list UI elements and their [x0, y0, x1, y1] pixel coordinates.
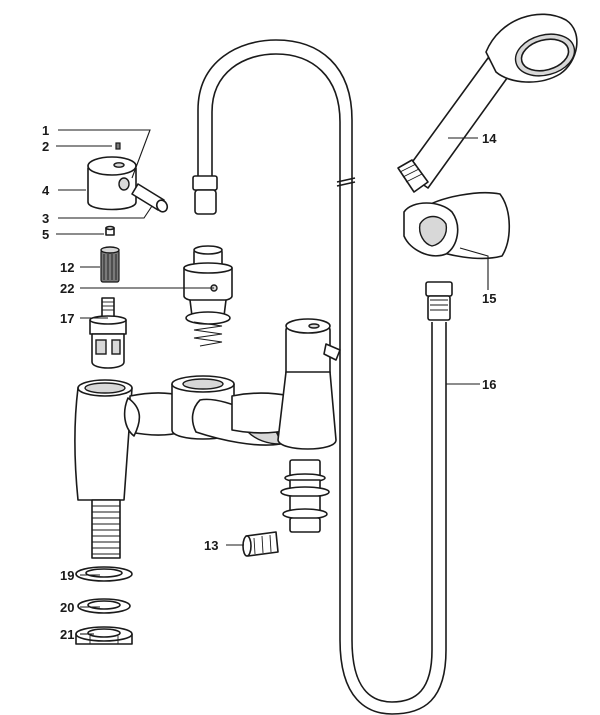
label-22: 22 — [60, 281, 74, 296]
metal-washer — [77, 598, 131, 614]
label-21: 21 — [60, 627, 74, 642]
label-19: 19 — [60, 568, 74, 583]
hose-connector-right — [425, 281, 453, 321]
label-12: 12 — [60, 260, 74, 275]
cartridge — [89, 297, 127, 369]
lever-pin — [131, 183, 169, 213]
label-16: 16 — [482, 377, 496, 392]
shower-hose — [197, 39, 447, 715]
grub-screw — [115, 142, 121, 150]
hose-connector-top — [192, 175, 218, 215]
label-2: 2 — [42, 139, 49, 154]
leader-lines — [56, 129, 489, 635]
part-labels: 1 2 4 3 5 12 22 17 13 19 20 21 14 15 16 — [42, 123, 497, 642]
label-15: 15 — [482, 291, 496, 306]
handle-head — [87, 156, 137, 211]
label-14: 14 — [482, 131, 497, 146]
label-3: 3 — [42, 211, 49, 226]
label-4: 4 — [42, 183, 50, 198]
shower-handset — [397, 13, 578, 193]
small-washer — [105, 225, 115, 236]
diverter — [183, 245, 233, 347]
handset-holder — [403, 191, 511, 260]
tap-body — [74, 318, 341, 559]
label-20: 20 — [60, 600, 74, 615]
aerator — [242, 531, 279, 557]
adapter-sleeve — [100, 246, 120, 283]
label-17: 17 — [60, 311, 74, 326]
back-nut — [75, 626, 133, 645]
label-5: 5 — [42, 227, 49, 242]
rubber-washer — [75, 566, 133, 582]
label-1: 1 — [42, 123, 49, 138]
label-13: 13 — [204, 538, 218, 553]
